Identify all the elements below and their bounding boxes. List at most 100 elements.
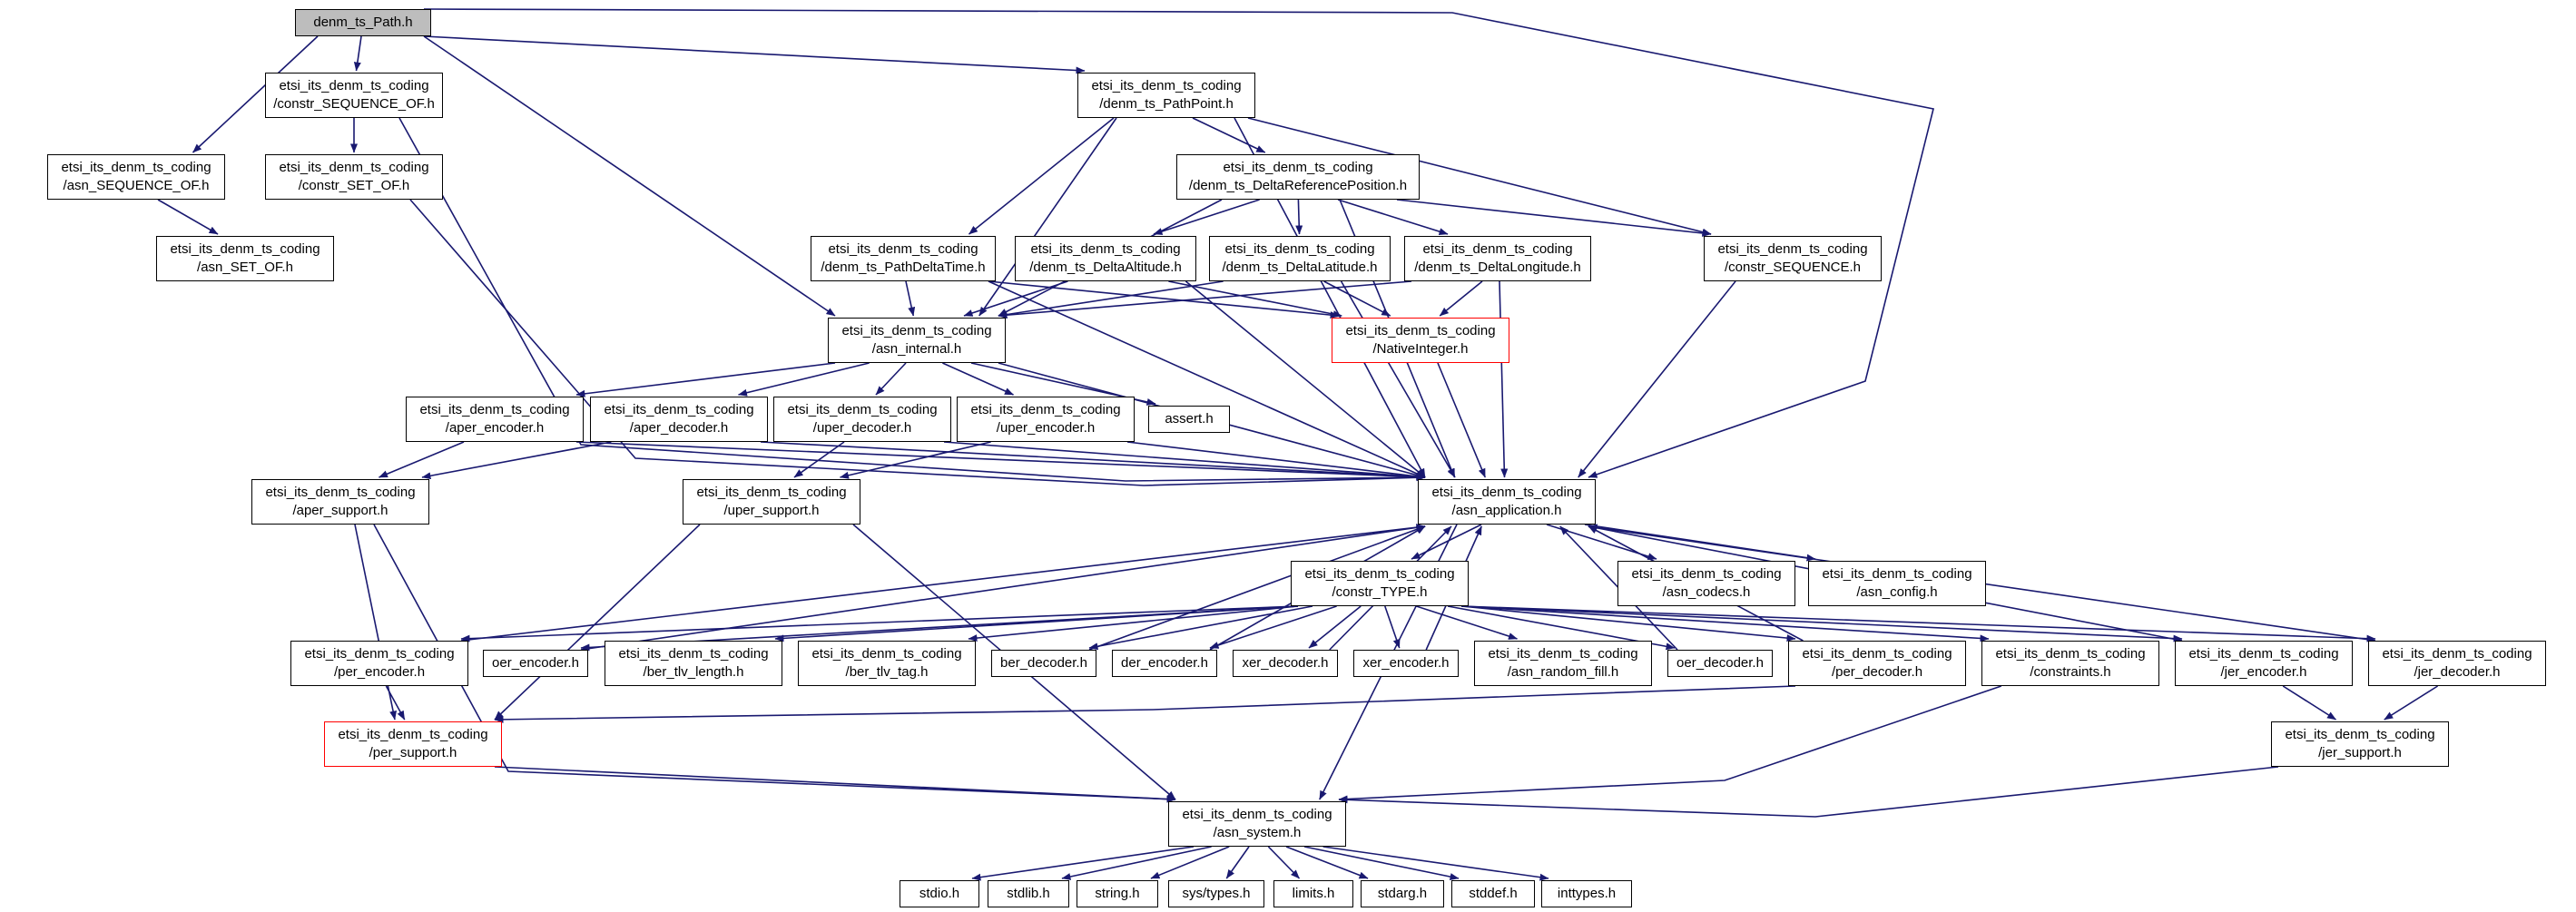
node-uper-encoder[interactable]: etsi_its_denm_ts_coding/uper_encoder.h xyxy=(957,397,1135,442)
node-label: /denm_ts_PathDeltaTime.h xyxy=(821,260,986,275)
node-asn-random-fill[interactable]: etsi_its_denm_ts_coding/asn_random_fill.… xyxy=(1474,641,1652,686)
edge-per-encoder-to-per-support xyxy=(385,685,406,721)
edge-constr-type-to-ber-tlv-length xyxy=(774,605,1299,642)
node-delta-ref-pos[interactable]: etsi_its_denm_ts_coding/denm_ts_DeltaRef… xyxy=(1176,154,1420,200)
node-constr-type[interactable]: etsi_its_denm_ts_coding/constr_TYPE.h xyxy=(1291,561,1469,606)
node-label: stdarg.h xyxy=(1377,886,1428,901)
node-label: assert.h xyxy=(1165,411,1214,427)
edge-constr-type-to-jer-encoder xyxy=(1460,605,2183,642)
node-label: /uper_support.h xyxy=(723,503,820,518)
node-constr-set-of[interactable]: etsi_its_denm_ts_coding/constr_SET_OF.h xyxy=(265,154,443,200)
edge-path-delta-time-to-asn-internal xyxy=(905,280,916,317)
edge-delta-ref-pos-to-delta-lat xyxy=(1295,199,1303,235)
node-per-encoder[interactable]: etsi_its_denm_ts_coding/per_encoder.h xyxy=(290,641,468,686)
node-constr-seq-of[interactable]: etsi_its_denm_ts_coding/constr_SEQUENCE_… xyxy=(265,73,443,118)
edge-constr-set-of-to-asn-application xyxy=(409,199,1426,486)
node-assert-h: assert.h xyxy=(1148,406,1230,433)
node-path-delta-time[interactable]: etsi_its_denm_ts_coding/denm_ts_PathDelt… xyxy=(811,236,996,281)
node-jer-encoder[interactable]: etsi_its_denm_ts_coding/jer_encoder.h xyxy=(2175,641,2353,686)
node-aper-encoder[interactable]: etsi_its_denm_ts_coding/aper_encoder.h xyxy=(406,397,584,442)
node-asn-seq-of[interactable]: etsi_its_denm_ts_coding/asn_SEQUENCE_OF.… xyxy=(47,154,225,200)
node-aper-support[interactable]: etsi_its_denm_ts_coding/aper_support.h xyxy=(251,479,429,525)
node-asn-config[interactable]: etsi_its_denm_ts_coding/asn_config.h xyxy=(1808,561,1986,606)
node-asn-set-of[interactable]: etsi_its_denm_ts_coding/asn_SET_OF.h xyxy=(156,236,334,281)
edge-asn-internal-to-aper-encoder xyxy=(575,362,836,397)
edge-constr-type-to-xer-encoder xyxy=(1384,605,1401,649)
node-label: /ber_tlv_tag.h xyxy=(845,664,929,680)
edge-asn-system-to-stdio-h xyxy=(971,846,1195,881)
node-label: etsi_its_denm_ts_coding xyxy=(828,241,978,257)
node-label: stdlib.h xyxy=(1007,886,1050,901)
node-label: limits.h xyxy=(1292,886,1335,901)
node-label: etsi_its_denm_ts_coding xyxy=(1631,566,1782,582)
node-label: etsi_its_denm_ts_coding xyxy=(811,646,962,662)
edge-constr-sequence-to-asn-application xyxy=(1578,280,1736,478)
node-asn-system[interactable]: etsi_its_denm_ts_coding/asn_system.h xyxy=(1168,801,1346,847)
node-label: /jer_support.h xyxy=(2318,745,2402,760)
node-per-decoder[interactable]: etsi_its_denm_ts_coding/per_decoder.h xyxy=(1788,641,1966,686)
node-label: etsi_its_denm_ts_coding xyxy=(1224,241,1375,257)
edge-aper-support-to-asn-system xyxy=(373,524,1176,803)
node-label: /jer_decoder.h xyxy=(2414,664,2501,680)
edge-path-to-asn-seq-of xyxy=(192,35,319,153)
node-uper-decoder[interactable]: etsi_its_denm_ts_coding/uper_decoder.h xyxy=(773,397,951,442)
edge-delta-long-to-native-integer xyxy=(1439,280,1483,317)
node-label: /uper_decoder.h xyxy=(812,420,912,436)
node-label: etsi_its_denm_ts_coding xyxy=(1802,646,1952,662)
node-label: etsi_its_denm_ts_coding xyxy=(2188,646,2339,662)
node-jer-decoder[interactable]: etsi_its_denm_ts_coding/jer_decoder.h xyxy=(2368,641,2546,686)
edge-asn-application-to-constr-type xyxy=(1411,524,1482,560)
node-label: /aper_support.h xyxy=(292,503,388,518)
node-asn-application[interactable]: etsi_its_denm_ts_coding/asn_application.… xyxy=(1418,479,1596,525)
edge-asn-system-to-stdarg-h xyxy=(1285,846,1369,879)
edge-delta-long-to-asn-application xyxy=(1499,280,1509,478)
node-aper-decoder[interactable]: etsi_its_denm_ts_coding/aper_decoder.h xyxy=(590,397,768,442)
node-uper-support[interactable]: etsi_its_denm_ts_coding/uper_support.h xyxy=(683,479,860,525)
node-asn-codecs[interactable]: etsi_its_denm_ts_coding/asn_codecs.h xyxy=(1617,561,1795,606)
node-ber-tlv-length[interactable]: etsi_its_denm_ts_coding/ber_tlv_length.h xyxy=(605,641,782,686)
node-label: etsi_its_denm_ts_coding xyxy=(604,402,754,417)
node-delta-lat[interactable]: etsi_its_denm_ts_coding/denm_ts_DeltaLat… xyxy=(1209,236,1391,281)
node-asn-internal[interactable]: etsi_its_denm_ts_coding/asn_internal.h xyxy=(828,318,1006,363)
node-delta-long[interactable]: etsi_its_denm_ts_coding/denm_ts_DeltaLon… xyxy=(1404,236,1591,281)
node-xer-decoder: xer_decoder.h xyxy=(1233,650,1338,677)
node-pathpoint[interactable]: etsi_its_denm_ts_coding/denm_ts_PathPoin… xyxy=(1077,73,1255,118)
edge-constr-type-to-ber-tlv-tag xyxy=(968,605,1299,642)
node-der-encoder: der_encoder.h xyxy=(1112,650,1217,677)
node-constr-sequence[interactable]: etsi_its_denm_ts_coding/constr_SEQUENCE.… xyxy=(1704,236,1882,281)
node-label: /constr_SEQUENCE_OF.h xyxy=(273,96,435,112)
node-label: etsi_its_denm_ts_coding xyxy=(841,323,992,338)
node-label: /asn_internal.h xyxy=(871,341,962,357)
node-label: etsi_its_denm_ts_coding xyxy=(1091,78,1242,93)
edge-asn-system-to-string-h xyxy=(1150,846,1230,879)
node-delta-alt[interactable]: etsi_its_denm_ts_coding/denm_ts_DeltaAlt… xyxy=(1015,236,1196,281)
node-ber-tlv-tag[interactable]: etsi_its_denm_ts_coding/ber_tlv_tag.h xyxy=(798,641,976,686)
node-ber-decoder: ber_decoder.h xyxy=(991,650,1096,677)
node-label: sys/types.h xyxy=(1182,886,1251,901)
node-label: /NativeInteger.h xyxy=(1372,341,1469,357)
node-label: /constr_SET_OF.h xyxy=(298,178,410,193)
edge-uper-decoder-to-uper-support xyxy=(793,441,845,478)
node-label: etsi_its_denm_ts_coding xyxy=(265,485,416,500)
node-constraints[interactable]: etsi_its_denm_ts_coding/constraints.h xyxy=(1981,641,2159,686)
node-label: string.h xyxy=(1095,886,1140,901)
node-label: /uper_encoder.h xyxy=(996,420,1096,436)
node-per-support[interactable]: etsi_its_denm_ts_coding/per_support.h xyxy=(324,721,502,767)
node-label: etsi_its_denm_ts_coding xyxy=(1345,323,1496,338)
edge-asn-internal-to-aper-decoder xyxy=(738,362,870,397)
edge-asn-system-to-limits-h xyxy=(1267,846,1301,879)
node-jer-support[interactable]: etsi_its_denm_ts_coding/jer_support.h xyxy=(2271,721,2449,767)
edge-path-delta-time-to-native-integer xyxy=(988,280,1340,319)
node-label: etsi_its_denm_ts_coding xyxy=(1304,566,1455,582)
node-label: etsi_its_denm_ts_coding xyxy=(787,402,938,417)
edge-asn-internal-to-uper-decoder xyxy=(875,362,907,396)
edge-native-integer-to-asn-application xyxy=(1437,362,1486,478)
edge-path-to-asn-internal xyxy=(423,35,836,317)
edge-constr-type-to-per-encoder xyxy=(460,605,1299,642)
node-label: /constr_SEQUENCE.h xyxy=(1724,260,1862,275)
node-label: etsi_its_denm_ts_coding xyxy=(170,241,320,257)
node-label: oer_encoder.h xyxy=(492,655,579,671)
edge-asn-system-to-inttypes-h xyxy=(1322,846,1549,881)
node-native-integer[interactable]: etsi_its_denm_ts_coding/NativeInteger.h xyxy=(1332,318,1509,363)
